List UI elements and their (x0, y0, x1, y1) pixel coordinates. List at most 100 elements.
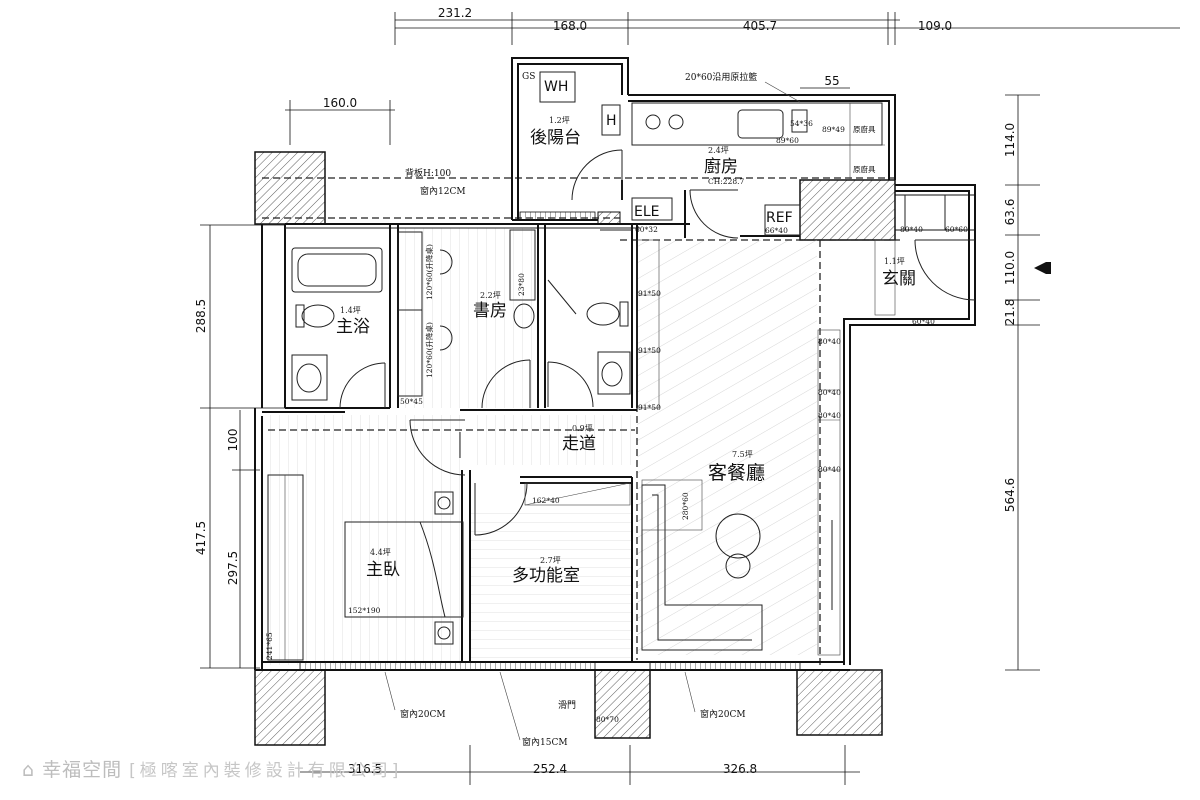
note-91-50-a: 91*50 (638, 289, 661, 298)
note-89-49: 89*49 (822, 125, 845, 134)
wall-cabinets (636, 239, 896, 656)
dim-top2-1: 160.0 (323, 96, 357, 110)
note-280-60: 280*60 (681, 492, 690, 520)
note-89-60: 89*60 (776, 136, 799, 145)
water-heater-label: WH (544, 79, 568, 95)
bedroom-area: 4.4坪 (370, 548, 391, 557)
room-labels: 1.2坪 後陽台 2.4坪 廚房 CH:228.7 1.4坪 主浴 2.2坪 書… (336, 116, 916, 615)
multipurpose-label: 多功能室 (512, 566, 580, 586)
note-pull-basket: 20*60沿用原拉籃 (685, 71, 757, 83)
fridge-label: REF (766, 210, 793, 226)
bottom-dimension-lines (300, 745, 860, 785)
entrance-arrow-bar (1046, 262, 1051, 274)
note-241-65: 241*65 (265, 632, 274, 660)
dim-bottom-3: 326.8 (723, 762, 757, 776)
note-orig-cabinet-2: 原廚具 (853, 164, 876, 174)
dim-top-3: 405.7 (743, 19, 777, 33)
back-balcony-label: 後陽台 (530, 128, 581, 148)
entrance-label: 玄關 (882, 269, 916, 289)
corridor-area: 0.9坪 (572, 424, 593, 433)
study-label: 書房 (473, 301, 507, 321)
living-label: 客餐廳 (708, 462, 765, 484)
note-60-60: 60*60 (945, 225, 968, 234)
dim-left-3: 417.5 (194, 521, 208, 555)
dim-right-3: 110.0 (1003, 251, 1017, 285)
master-bath-label: 主浴 (336, 317, 370, 337)
back-balcony-area: 1.2坪 (549, 116, 570, 125)
watermark: ⌂ 幸福空間 [極喀室內裝修設計有限公司] (22, 755, 402, 782)
corridor-label: 走道 (562, 434, 596, 454)
master-bath-area: 1.4坪 (340, 306, 361, 315)
note-91-50-b: 91*50 (638, 346, 661, 355)
bedroom-wardrobe (267, 474, 464, 661)
water-heater-box (539, 71, 621, 136)
note-80-40: 80*40 (900, 225, 923, 234)
note-window-20-left: 窗內20CM (400, 708, 446, 720)
annotation-notes: 20*60沿用原拉籃 背板H:100 窗內12CM 120*60(升降桌) 12… (265, 71, 968, 748)
multipurpose-area: 2.7坪 (540, 556, 561, 565)
top-dimension-lines (285, 12, 1180, 145)
study-desk (397, 229, 536, 397)
kitchen-label: 廚房 (704, 156, 738, 177)
note-60-40: 60*40 (912, 317, 935, 326)
note-80-40-a: 80*40 (818, 337, 841, 346)
dim-right-2: 63.6 (1003, 199, 1017, 226)
dim-bottom-1: 316.5 (348, 762, 382, 776)
entrance-arrow-icon (1034, 262, 1046, 274)
note-80-40-b: 80*40 (818, 388, 841, 397)
kitchen-ch: CH:228.7 (708, 177, 745, 186)
dim-top-1: 231.2 (438, 6, 472, 20)
dim-left-1: 288.5 (194, 299, 208, 333)
structural-columns (254, 151, 896, 746)
note-23-80: 23*80 (517, 273, 526, 296)
note-162-40: 162*40 (532, 496, 560, 505)
multipurpose-cabinet (524, 482, 631, 506)
bedroom-bed-size: 152*190 (348, 606, 381, 615)
note-sliding-door: 滑門 (558, 700, 576, 711)
toilet-master-bath (295, 304, 335, 328)
elevator-label: ELE (634, 204, 660, 220)
note-60-32: 60*32 (635, 225, 658, 234)
note-50-45: 50*45 (400, 397, 423, 406)
note-80-40-d: 80*40 (818, 465, 841, 474)
note-orig-cabinet-1: 原廚具 (853, 124, 876, 134)
bathtub (291, 247, 383, 293)
dim-right-5: 564.6 (1003, 478, 1017, 512)
note-desk-1: 120*60(升降桌) (424, 244, 434, 300)
note-window-20-right: 窗內20CM (700, 708, 746, 720)
dimension-labels: 231.2 168.0 405.7 109.0 160.0 55 288.5 1… (194, 6, 1017, 776)
dim-top2-2: 55 (824, 74, 839, 88)
toilet-second-bath (586, 229, 632, 395)
entrance-area: 1.1坪 (884, 257, 905, 266)
note-backboard: 背板H:100 (405, 167, 451, 179)
sink-master-bath (291, 354, 328, 401)
windows (299, 194, 976, 671)
gas-label: GS (522, 72, 535, 82)
bedroom-label: 主臥 (366, 560, 400, 580)
note-80-70: 80*70 (596, 715, 619, 724)
note-54-36: 54*36 (790, 119, 813, 128)
kitchen-area: 2.4坪 (708, 146, 729, 155)
note-cabinet-12: 窗內12CM (420, 185, 466, 197)
elevator-box (631, 197, 673, 221)
doors (339, 149, 976, 536)
watermark-company: [極喀室內裝修設計有限公司] (129, 761, 403, 781)
dim-left-2: 100 (226, 429, 240, 452)
floor-textures (262, 228, 817, 665)
study-area: 2.2坪 (480, 291, 501, 300)
living-area: 7.5坪 (732, 450, 753, 459)
sofa (641, 479, 763, 651)
dim-top-2: 168.0 (553, 19, 587, 33)
note-desk-2: 120*60(升降桌) (424, 322, 434, 378)
watermark-brand: 幸福空間 (42, 759, 123, 781)
dim-bottom-2: 252.4 (533, 762, 567, 776)
equipment-labels: WH GS H ELE REF (522, 72, 793, 226)
h-label: H (606, 113, 617, 129)
kitchen-counter (631, 102, 885, 180)
dim-right-1: 114.0 (1003, 123, 1017, 157)
dim-top-4: 109.0 (918, 19, 952, 33)
dim-right-4: 21.8 (1003, 299, 1017, 326)
note-66-40: 66*40 (765, 226, 788, 235)
note-91-50-c: 91*50 (638, 403, 661, 412)
note-window-15: 窗內15CM (522, 736, 568, 748)
